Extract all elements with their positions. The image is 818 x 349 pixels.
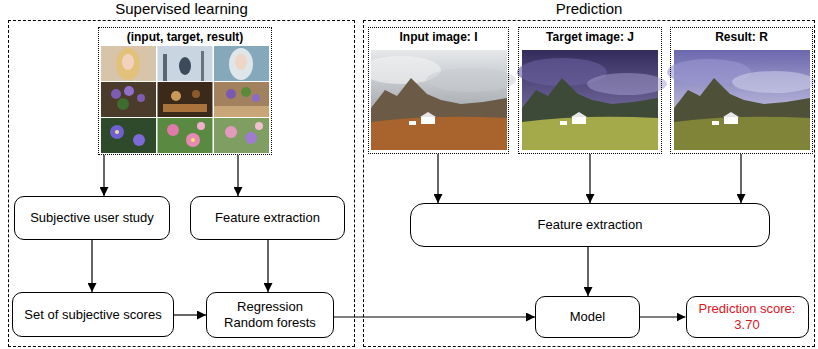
- section-panel: Supervised learning(input, target, resul…: [8, 20, 355, 347]
- photo: [214, 46, 269, 81]
- arrow-connector: [174, 314, 206, 315]
- arrow-connector: [587, 247, 588, 296]
- flower: [111, 89, 121, 99]
- box-label: Set of subjective scores: [24, 307, 161, 323]
- figure: [179, 57, 191, 75]
- result-box: Prediction score: 3.70: [686, 296, 809, 338]
- process-box: Feature extraction: [410, 203, 770, 247]
- hair: [116, 48, 140, 80]
- image-caption: Result: R: [671, 28, 812, 45]
- process-box: Model: [535, 296, 640, 338]
- object: [171, 91, 181, 101]
- arrow-connector: [91, 240, 92, 292]
- object: [192, 90, 200, 98]
- process-box: Set of subjective scores: [12, 292, 174, 337]
- cloud: [426, 68, 516, 92]
- roof: [723, 112, 739, 117]
- tree: [201, 51, 204, 81]
- photo: [158, 46, 213, 81]
- ground: [371, 117, 507, 150]
- flower: [124, 86, 134, 96]
- cloud: [587, 73, 667, 95]
- process-box: Feature extraction: [190, 196, 345, 240]
- process-box: Subjective user study: [14, 196, 170, 240]
- landscape-result: [667, 50, 816, 150]
- arrow-connector: [334, 316, 535, 317]
- photo: [158, 118, 213, 153]
- image-caption: Input image: I: [369, 28, 508, 45]
- face: [122, 54, 134, 70]
- flower: [186, 133, 200, 147]
- leaf: [241, 87, 251, 97]
- roof: [571, 112, 587, 117]
- flower: [245, 132, 257, 144]
- cloud: [732, 71, 816, 93]
- flower: [133, 134, 145, 146]
- image-caption: (input, target, result): [99, 28, 271, 45]
- house: [560, 121, 567, 125]
- tree: [163, 54, 167, 81]
- landscape-input: [361, 50, 516, 150]
- house: [712, 121, 719, 125]
- image-box: Target image: J: [518, 27, 662, 154]
- arrow-connector: [640, 316, 686, 317]
- leaf: [117, 98, 129, 110]
- box-label: Model: [570, 309, 605, 325]
- flower: [225, 126, 237, 138]
- flower: [110, 125, 124, 139]
- flower: [197, 122, 205, 130]
- ground: [674, 117, 810, 150]
- image-box: Result: R: [670, 27, 813, 154]
- image-set-box: (input, target, result): [98, 27, 272, 155]
- section-panel: PredictionInput image: ITarget image: JR…: [363, 20, 815, 347]
- arrow-connector: [103, 155, 104, 196]
- photo: [214, 82, 269, 117]
- panel-title: Supervised learning: [9, 0, 354, 18]
- flower: [137, 94, 145, 102]
- face: [235, 54, 247, 70]
- flower: [255, 122, 263, 130]
- table: [214, 106, 269, 117]
- flower-center: [191, 138, 195, 142]
- photo-grid: [101, 46, 269, 153]
- landscape-target: [517, 50, 667, 150]
- box-label: Feature extraction: [215, 210, 320, 226]
- arrow-connector: [589, 154, 590, 203]
- roof: [420, 112, 436, 117]
- flower: [167, 124, 179, 136]
- arrow-connector: [267, 240, 268, 292]
- house: [409, 121, 416, 125]
- photo: [214, 118, 269, 153]
- house: [724, 117, 738, 124]
- photo: [158, 82, 213, 117]
- photo: [101, 46, 156, 81]
- flower: [252, 94, 260, 102]
- ground: [522, 117, 658, 150]
- box-label: Feature extraction: [538, 217, 643, 233]
- arrow-connector: [237, 155, 238, 196]
- image-caption: Target image: J: [519, 28, 661, 45]
- image-box: Input image: I: [368, 27, 509, 154]
- hair: [229, 48, 253, 80]
- table: [163, 104, 207, 112]
- arrow-connector: [437, 154, 438, 203]
- box-label: Prediction score: 3.70: [695, 301, 800, 333]
- photo: [101, 118, 156, 153]
- box-label: Regression Random forests: [220, 299, 320, 331]
- box-label: Subjective user study: [30, 210, 154, 226]
- flower-center: [115, 130, 119, 134]
- house: [421, 117, 435, 124]
- arrow-connector: [740, 154, 741, 203]
- process-box: Regression Random forests: [206, 292, 334, 338]
- panel-title: Prediction: [364, 0, 814, 18]
- flower: [226, 89, 236, 99]
- house: [572, 117, 586, 124]
- photo: [101, 82, 156, 117]
